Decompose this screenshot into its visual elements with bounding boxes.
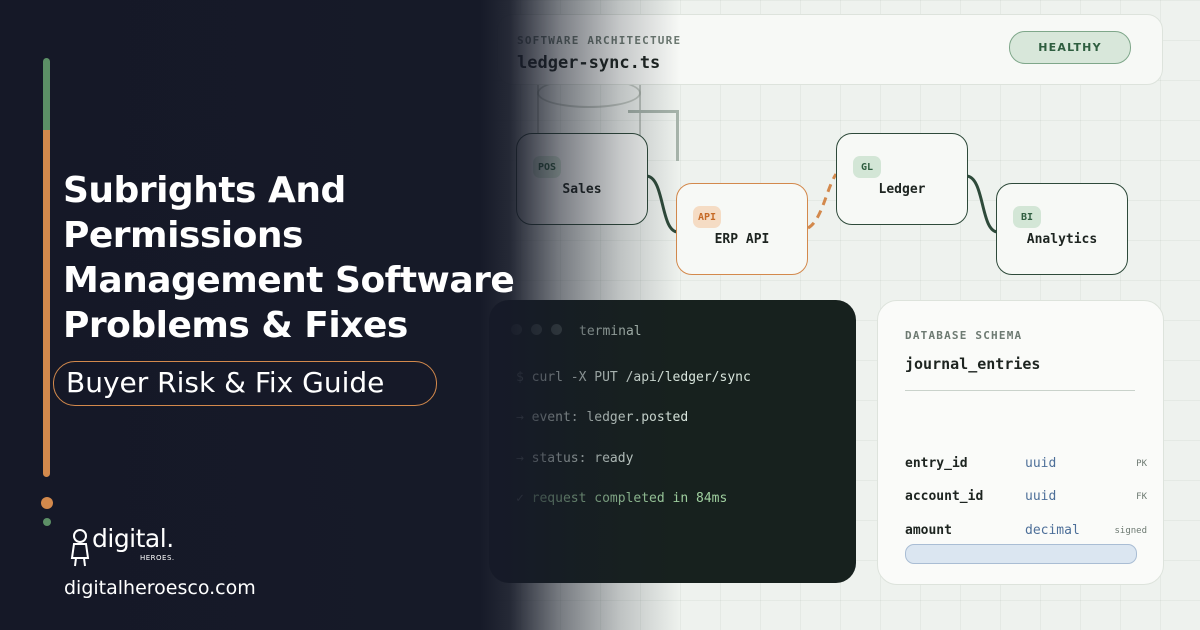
node-label-erp-api: ERP API	[714, 232, 770, 247]
brand-logo[interactable]: digital. HEROES.	[70, 524, 210, 570]
accent-dot-orange	[41, 497, 53, 509]
subtitle-pill: Buyer Risk & Fix Guide	[53, 361, 437, 406]
column-type: uuid	[1025, 456, 1057, 471]
schema-table-name: journal_entries	[905, 355, 1041, 373]
terminal-line-text: request completed in 84ms	[531, 491, 728, 506]
schema-highlight-bar	[905, 544, 1137, 564]
hero-subtitle: Buyer Risk & Fix Guide	[66, 366, 385, 399]
schema-label: DATABASE SCHEMA	[905, 329, 1023, 342]
node-label-ledger: Ledger	[878, 182, 926, 197]
logo-subtext: HEROES.	[140, 554, 175, 562]
connector-erp-ledger	[807, 173, 838, 230]
accent-bar-green	[43, 58, 50, 130]
column-name: account_id	[905, 489, 984, 504]
column-name: amount	[905, 523, 952, 538]
node-erp-api[interactable]: API ERP API	[676, 183, 808, 275]
terminal-line-text: curl -X PUT /api/ledger/sync	[531, 370, 751, 385]
accent-bar-orange	[43, 130, 50, 477]
column-type: uuid	[1025, 489, 1057, 504]
node-tag-gl: GL	[853, 156, 881, 178]
terminal-title: terminal	[579, 324, 642, 339]
column-key: signed	[1114, 526, 1147, 536]
schema-row: amount decimal signed	[905, 523, 1147, 543]
connector-sales-erp	[645, 174, 679, 234]
terminal-window: terminal $ curl -X PUT /api/ledger/sync …	[489, 300, 856, 583]
column-key: FK	[1136, 492, 1147, 502]
node-sales[interactable]: POS Sales	[516, 133, 648, 225]
terminal-line: → event: ledger.posted	[516, 410, 688, 425]
terminal-prompt: $	[516, 370, 524, 385]
terminal-arrow-icon: →	[516, 410, 524, 425]
connector-ledger-analytics	[965, 174, 999, 234]
column-name: entry_id	[905, 456, 968, 471]
node-ledger[interactable]: GL Ledger	[836, 133, 968, 225]
logo-wordmark: digital.	[92, 524, 174, 553]
check-icon: ✓	[516, 491, 524, 506]
node-tag-api: API	[693, 206, 721, 228]
accent-dot-green	[43, 518, 51, 526]
hero-mascot-icon	[70, 529, 90, 567]
terminal-line-text: status: ready	[531, 451, 634, 466]
schema-divider	[905, 390, 1135, 391]
node-label-sales: Sales	[562, 182, 602, 197]
window-dot-icon	[551, 324, 562, 335]
column-type: decimal	[1025, 523, 1080, 538]
schema-row: account_id uuid FK	[905, 489, 1147, 509]
node-tag-bi: BI	[1013, 206, 1041, 228]
schema-row: entry_id uuid PK	[905, 456, 1147, 476]
node-analytics[interactable]: BI Analytics	[996, 183, 1128, 275]
node-tag-pos: POS	[533, 156, 561, 178]
terminal-arrow-icon: →	[516, 451, 524, 466]
database-schema-card: DATABASE SCHEMA journal_entries entry_id…	[877, 300, 1164, 585]
terminal-line: $ curl -X PUT /api/ledger/sync	[516, 370, 751, 385]
terminal-line: ✓ request completed in 84ms	[516, 491, 727, 506]
terminal-line: → status: ready	[516, 451, 633, 466]
terminal-line-text: event: ledger.posted	[531, 410, 689, 425]
node-label-analytics: Analytics	[1026, 232, 1098, 247]
hero-title: Subrights And Permissions Management Sof…	[63, 170, 515, 346]
site-url[interactable]: digitalheroesco.com	[64, 577, 256, 599]
column-key: PK	[1136, 459, 1147, 469]
